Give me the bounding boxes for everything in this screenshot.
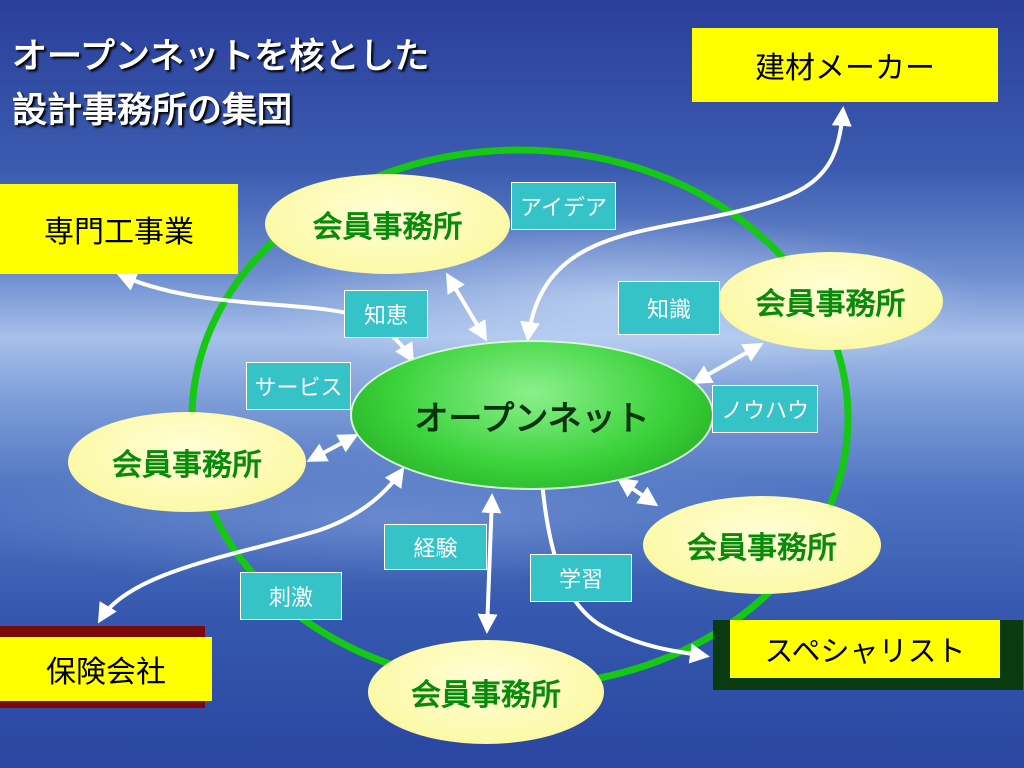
- tag-experience-label: 経験: [413, 537, 458, 562]
- tag-stimulus-label: 刺激: [268, 586, 313, 611]
- title-line-2: 設計事務所の集団: [12, 91, 293, 131]
- tag-stimulus: 刺激: [240, 572, 342, 620]
- tag-idea: アイデア: [511, 182, 616, 230]
- tag-learning: 学習: [530, 554, 632, 602]
- building-materials-label: 建材メーカー: [755, 51, 935, 86]
- open-net-node: オープンネット: [350, 340, 714, 490]
- member-office-left: 会員事務所: [68, 412, 306, 512]
- link-member-bottom-right: [616, 477, 659, 507]
- link-manufacturer: [520, 106, 852, 342]
- specialty-construction-box: 専門工事業: [0, 184, 238, 274]
- insurance-label: 保険会社: [46, 655, 166, 690]
- title-line-1: オープンネットを核とした: [12, 37, 430, 77]
- page-title: オープンネットを核とした 設計事務所の集団: [12, 30, 429, 138]
- link-specialist: [530, 451, 710, 664]
- tag-wisdom-label: 知恵: [363, 304, 408, 329]
- link-member-left: [306, 434, 359, 462]
- tag-knowledge: 知識: [618, 281, 720, 335]
- building-materials-box: 建材メーカー: [692, 28, 998, 102]
- link-insurance: [97, 466, 405, 624]
- specialist-box: スペシャリスト: [730, 620, 1000, 678]
- member-office-label: 会員事務所: [312, 210, 463, 245]
- member-office-label: 会員事務所: [411, 678, 561, 713]
- tag-wisdom: 知恵: [344, 290, 428, 338]
- member-office-label: 会員事務所: [112, 448, 262, 483]
- tag-knowhow-label: ノウハウ: [720, 399, 809, 424]
- insurance-box: 保険会社: [0, 637, 212, 701]
- tag-learning-label: 学習: [558, 568, 603, 593]
- tag-idea-label: アイデア: [520, 196, 607, 221]
- member-office-label: 会員事務所: [687, 531, 837, 566]
- member-office-top: 会員事務所: [265, 174, 510, 274]
- member-office-right: 会員事務所: [718, 252, 943, 350]
- tag-knowhow: ノウハウ: [712, 385, 818, 433]
- member-office-label: 会員事務所: [755, 287, 906, 322]
- link-member-right: [691, 343, 764, 384]
- tag-experience: 経験: [384, 524, 487, 570]
- open-net-label: オープンネット: [414, 398, 650, 439]
- link-member-bottom: [477, 493, 502, 634]
- tag-knowledge-label: 知識: [646, 298, 691, 323]
- member-office-bottom: 会員事務所: [368, 640, 604, 744]
- specialist-label: スペシャリスト: [764, 634, 966, 668]
- tag-service: サービス: [246, 362, 351, 410]
- link-member-top: [445, 272, 488, 342]
- member-office-bottom-right: 会員事務所: [643, 496, 881, 594]
- tag-service-label: サービス: [254, 376, 343, 401]
- specialty-construction-label: 専門工事業: [44, 215, 194, 250]
